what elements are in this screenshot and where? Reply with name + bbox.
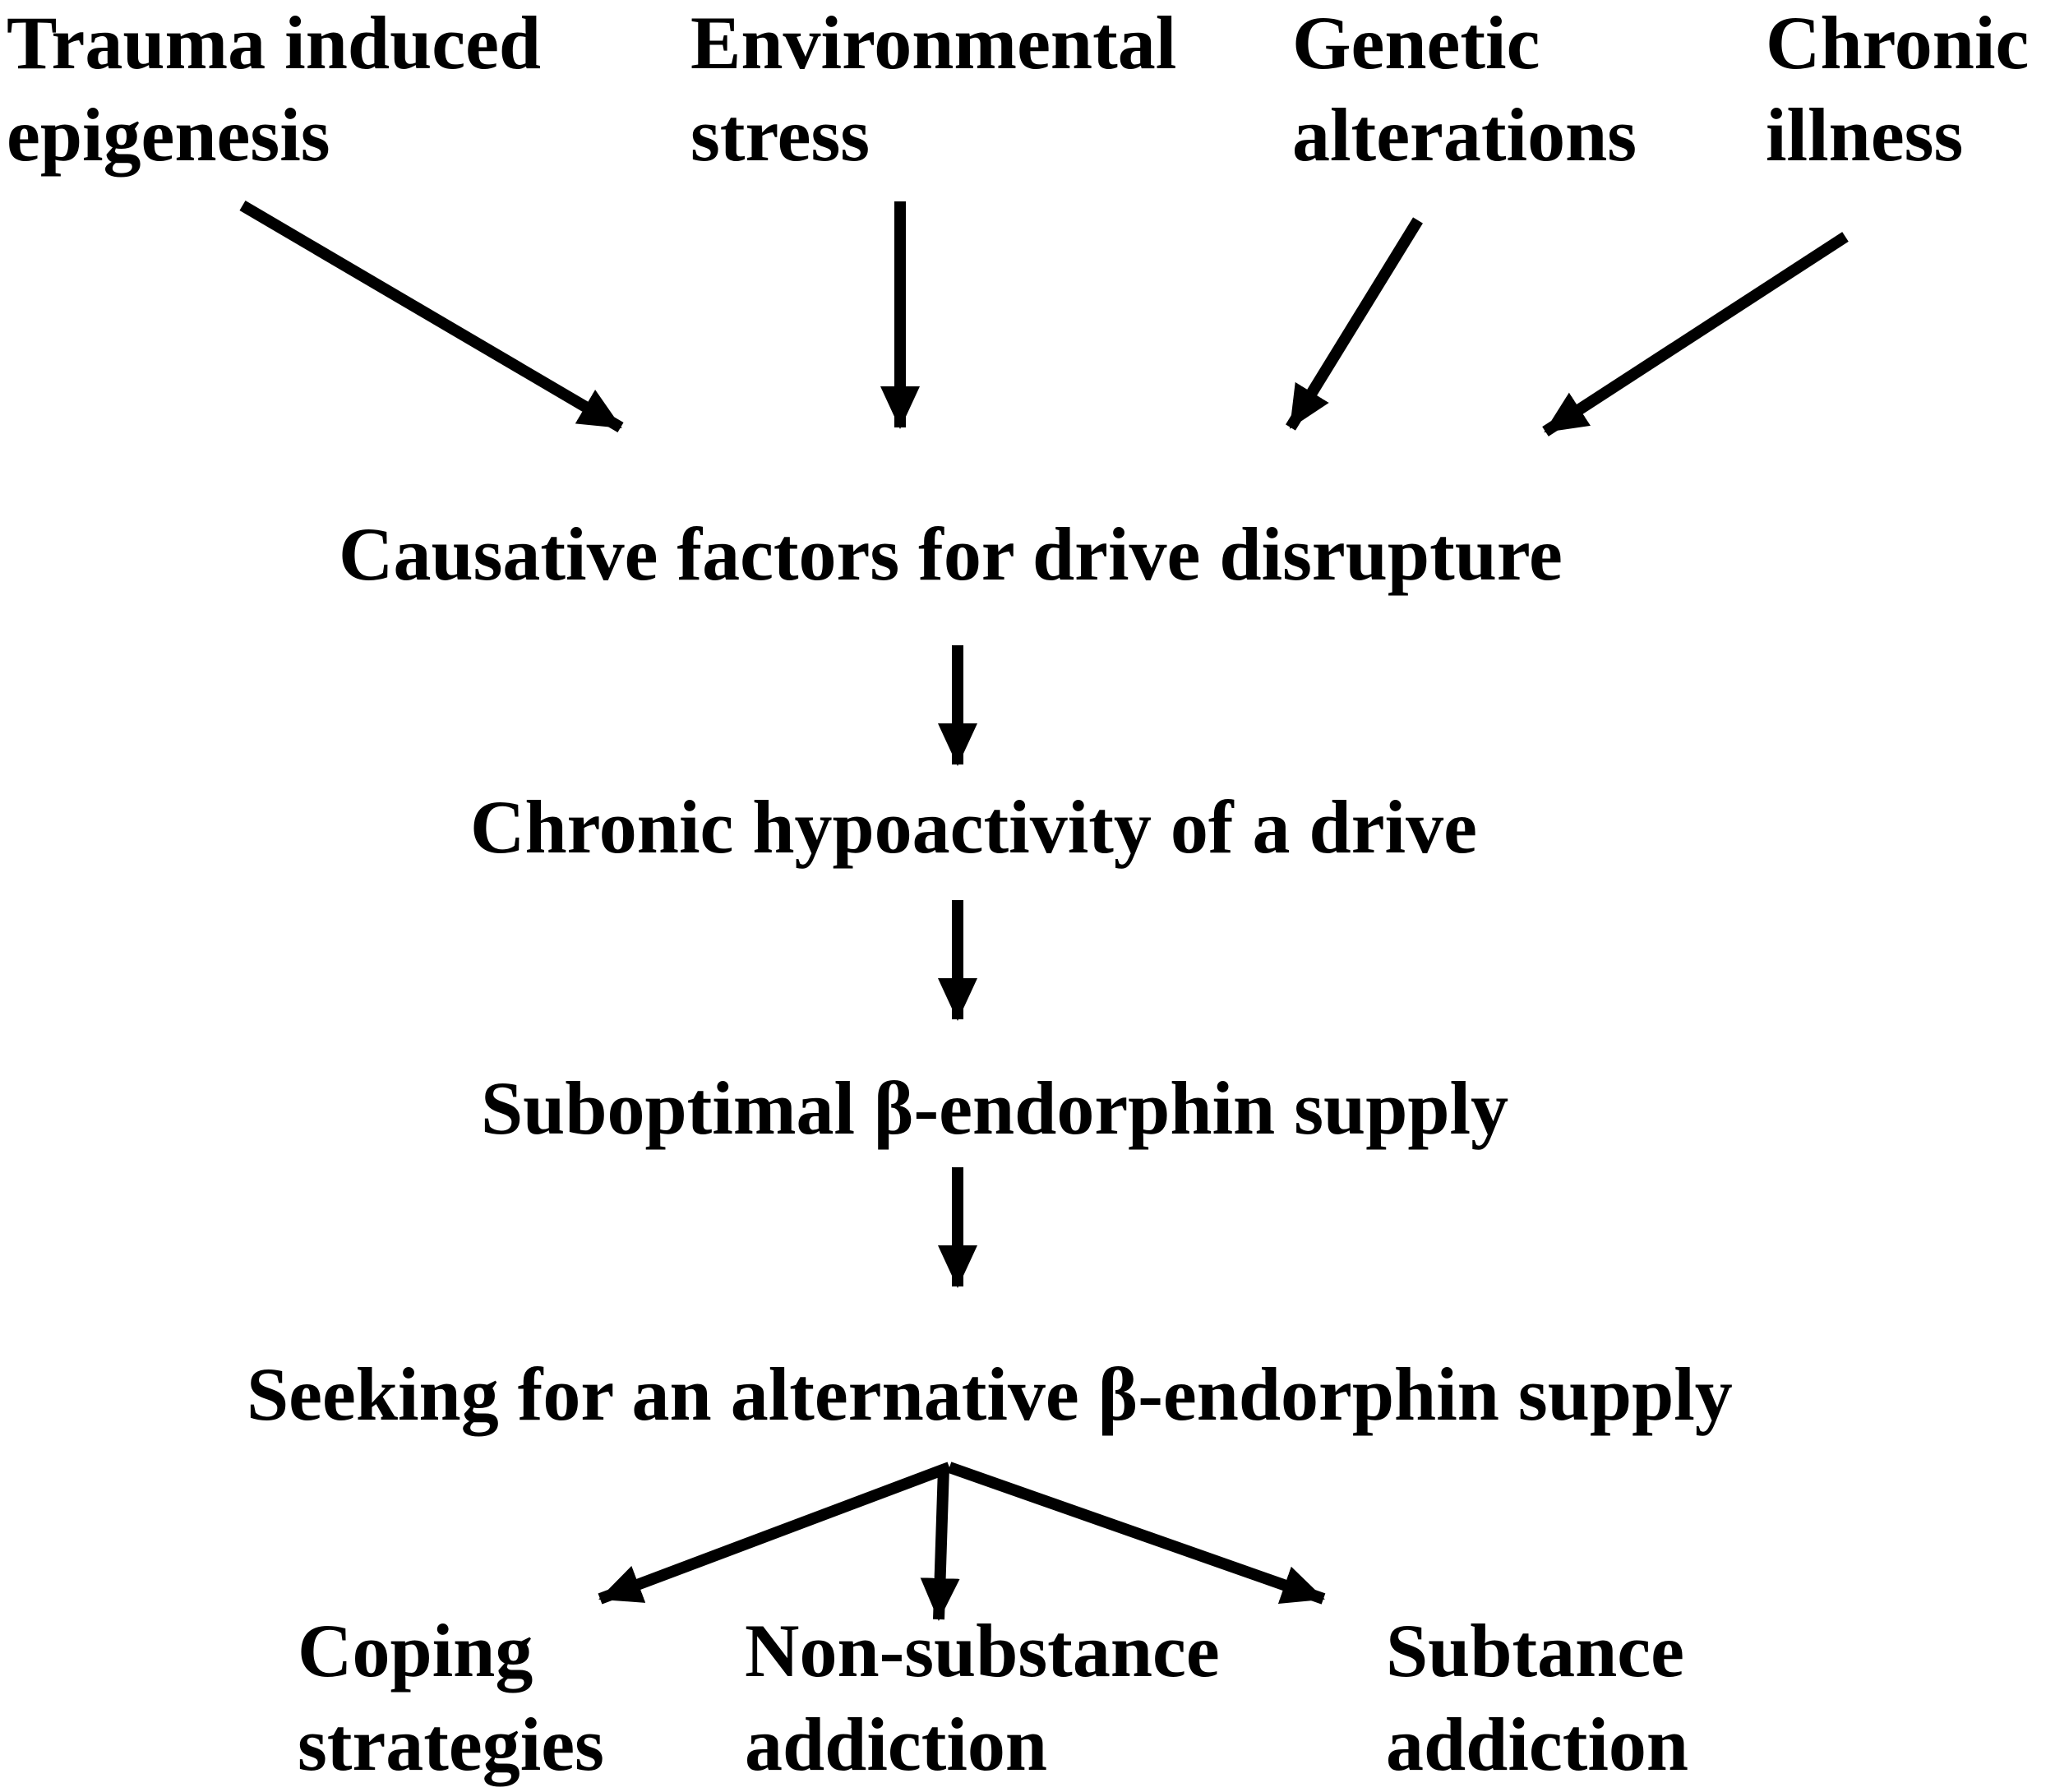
arrow-chronic-illness-to-causative bbox=[1542, 232, 1849, 436]
outcome-non-substance-label: Non-substance addiction bbox=[745, 1609, 1220, 1786]
outcome-coping-label: Coping strategies bbox=[298, 1609, 604, 1786]
outcome-substance-label: Subtance addiction bbox=[1386, 1609, 1689, 1786]
cause-trauma-label: Trauma induced epigenesis bbox=[7, 1, 542, 177]
arrow-seeking-to-substance bbox=[947, 1462, 1326, 1605]
cause-environmental-label: Environmental stress bbox=[690, 1, 1177, 177]
arrow-seeking-to-non-substance bbox=[920, 1466, 960, 1621]
arrow-genetic-to-causative bbox=[1286, 217, 1423, 431]
cause-chronic-illness-label: Chronic illness bbox=[1766, 1, 2030, 177]
step-causative-factors: Causative factors for drive disrupture bbox=[339, 512, 1563, 596]
step-suboptimal-supply: Suboptimal β-endorphin supply bbox=[481, 1066, 1509, 1150]
step-seeking-alternative: Seeking for an alternative β-endorphin s… bbox=[247, 1352, 1733, 1436]
step-chronic-hypoactivity: Chronic hypoactivity of a drive bbox=[470, 785, 1477, 869]
arrow-seeking-to-coping bbox=[598, 1462, 952, 1605]
cause-genetic-label: Genetic alterations bbox=[1292, 1, 1637, 177]
arrow-trauma-to-causative bbox=[239, 200, 624, 433]
